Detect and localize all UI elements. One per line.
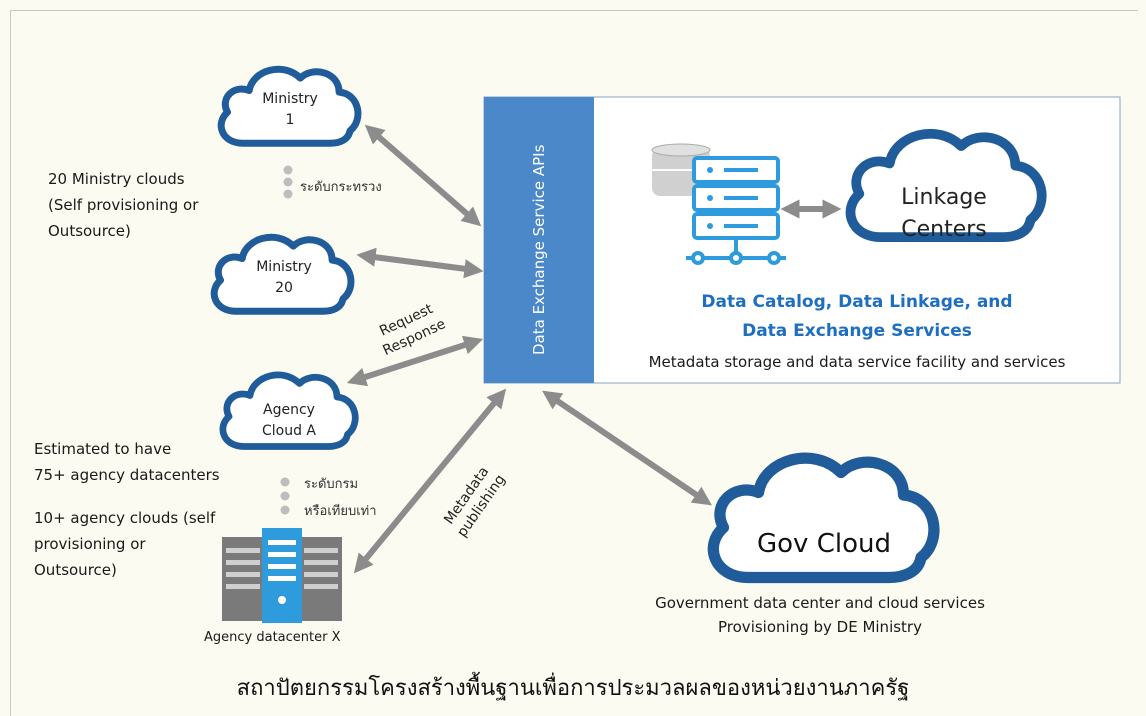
gov-description-2: Provisioning by DE Ministry (718, 618, 922, 636)
ministry-level-label: ระดับกระทรวง (300, 180, 382, 195)
ministry-20-label: 20 (275, 280, 293, 296)
agency-cloud-a-label: Cloud A (262, 423, 316, 439)
double-arrow-icon (346, 124, 842, 574)
agency-level-label-1: ระดับกรม (304, 477, 359, 492)
linkage-centers-label: Linkage (901, 185, 987, 210)
agency-note-1: Estimated to have 75+ agency datacenters (34, 440, 220, 484)
caption: สถาปัตยกรรมโครงสร้างพื้นฐานเพื่อการประมว… (236, 676, 910, 701)
request-response-label: Request Response (377, 301, 448, 359)
frame-border (10, 10, 1138, 716)
metadata-publishing-label: Metadata publishing (441, 464, 509, 540)
ministry-note: 20 Ministry clouds (Self provisioning or… (48, 170, 199, 240)
server-rack-icon (222, 528, 342, 623)
services-title: Data Catalog, Data Linkage, and Data Exc… (701, 292, 1013, 341)
cloud-icon (713, 458, 934, 577)
ellipsis-dots (280, 165, 293, 515)
services-description: Metadata storage and data service facili… (648, 353, 1066, 371)
agency-level-label-2: หรือเทียบเท่า (304, 504, 377, 519)
agency-cloud-a-label: Agency (263, 402, 315, 418)
ministry-20-label: Ministry (256, 259, 312, 275)
api-bar-label: Data Exchange Service APIs (530, 144, 548, 355)
gov-description-1: Government data center and cloud service… (655, 594, 985, 612)
ministry-1-label: Ministry (262, 91, 318, 107)
network-icon (686, 240, 786, 265)
agency-note-2: 10+ agency clouds (self provisioning or … (34, 509, 216, 579)
gov-cloud-label: Gov Cloud (757, 529, 891, 559)
api-bar (484, 97, 594, 383)
ministry-1-label: 1 (286, 112, 295, 128)
agency-datacenter-label: Agency datacenter X (204, 630, 341, 645)
linkage-centers-label: Centers (901, 217, 987, 242)
